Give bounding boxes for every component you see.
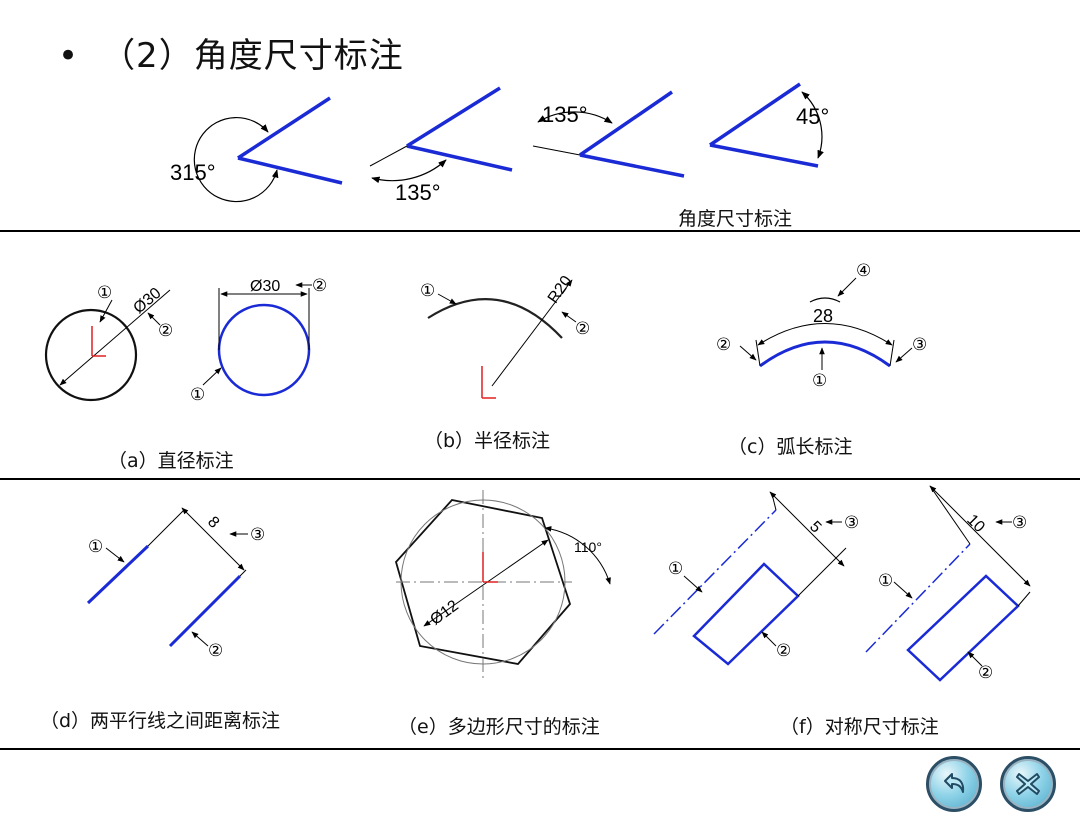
callout-3e: ③ [250, 525, 265, 545]
symmetric-example-2: 10 ① ③ ② [865, 485, 1031, 683]
caption-b: （b）半径标注 [424, 430, 551, 452]
angle-example-315: 315° [170, 96, 343, 203]
close-x-icon [1016, 773, 1040, 795]
callout-2: ② [158, 321, 173, 341]
callout-2f: ② [776, 641, 791, 661]
angle-example-135a: 135° [369, 86, 513, 205]
callout-1g: ① [878, 571, 893, 591]
radius-example: R20 ① ② [420, 273, 590, 399]
polygon-diameter-dim: Ø12 [427, 597, 462, 629]
angle-label-315: 315° [170, 160, 216, 185]
polygon-angle-dim: 110° [574, 539, 602, 555]
symmetric-example-1: 5 ① ③ ② [653, 491, 859, 666]
diameter-example-right: Ø30 ② ① [190, 276, 327, 405]
symmetric-dim-10: 10 [963, 511, 988, 536]
callout-2e: ② [208, 641, 223, 661]
arc-length-example: 28 ④ ② ③ ① [716, 261, 927, 391]
callout-3g: ③ [1012, 513, 1027, 533]
callout-4: ④ [856, 261, 871, 281]
callout-2d: ② [716, 335, 731, 355]
caption-e: （e）多边形尺寸的标注 [398, 716, 600, 738]
parallel-lines-example: 8 ① ③ ② [86, 507, 265, 661]
polygon-example: 110° Ø12 [394, 490, 611, 680]
arc-length-dim: 28 [813, 306, 833, 326]
slide-title: • （2）角度尺寸标注 [58, 28, 404, 77]
divider-2 [0, 478, 1080, 480]
callout-1b: ① [190, 385, 205, 405]
diameter-dim-right: Ø30 [250, 278, 280, 295]
callout-2c: ② [575, 319, 590, 339]
close-button[interactable] [1000, 756, 1056, 812]
radius-dim: R20 [545, 273, 576, 307]
caption-a: （a）直径标注 [108, 450, 234, 472]
back-arrow-icon [944, 773, 965, 793]
diameter-dim-left: Ø30 [130, 285, 164, 318]
callout-1: ① [97, 283, 112, 303]
angle-label-135b: 135° [542, 102, 588, 127]
symmetric-dim-5: 5 [806, 518, 824, 536]
divider-1 [0, 230, 1080, 232]
caption-c: （c）弧长标注 [728, 436, 853, 458]
callout-1d: ① [812, 371, 827, 391]
angle-example-45: 45° [709, 82, 829, 168]
caption-f: （f）对称尺寸标注 [780, 716, 939, 738]
back-button[interactable] [926, 756, 982, 812]
divider-3 [0, 748, 1080, 750]
bullet: • [58, 36, 80, 76]
callout-3f: ③ [844, 513, 859, 533]
parallel-dim: 8 [204, 513, 222, 531]
callout-3: ③ [912, 335, 927, 355]
callout-1f: ① [668, 559, 683, 579]
angle-example-135b: 135° [532, 90, 685, 178]
callout-2b: ② [312, 276, 327, 296]
callout-1c: ① [420, 281, 435, 301]
callout-2g: ② [978, 663, 993, 683]
caption-d: （d）两平行线之间距离标注 [40, 710, 281, 732]
slide-title-text: （2）角度尺寸标注 [101, 36, 404, 76]
angle-label-135a: 135° [395, 180, 441, 205]
callout-1e: ① [88, 537, 103, 557]
diameter-example-left: Ø30 ① ② [44, 283, 173, 402]
angle-label-45: 45° [796, 104, 829, 129]
caption-angle: 角度尺寸标注 [678, 208, 793, 230]
